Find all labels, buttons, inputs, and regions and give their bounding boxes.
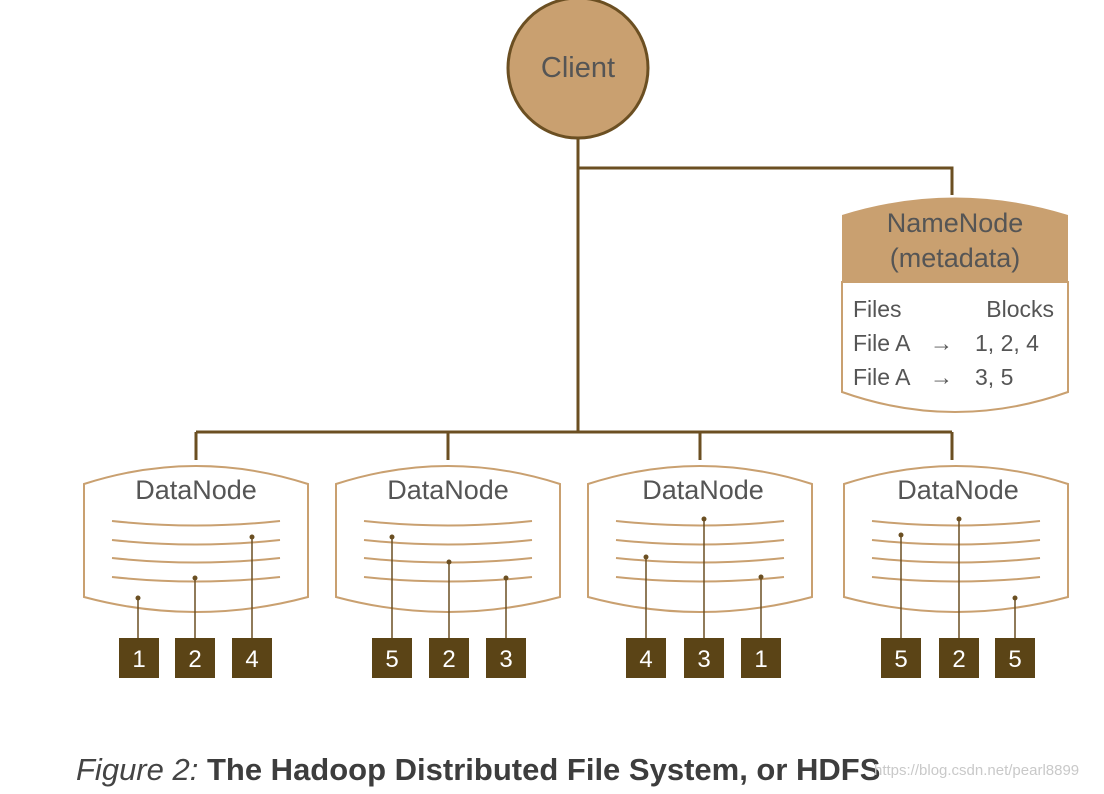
- data-block: 3: [486, 638, 526, 678]
- block-pointers: [391, 537, 507, 638]
- pointer-dots: [135, 534, 255, 601]
- data-block: 5: [995, 638, 1035, 678]
- block-number: 5: [894, 646, 907, 673]
- namenode-row-file: File A: [853, 364, 911, 390]
- disk-platters: [615, 520, 785, 583]
- namenode-title-line2: (metadata): [890, 243, 1021, 273]
- block-number: 1: [132, 646, 145, 673]
- block-number: 4: [245, 646, 258, 673]
- datanode-label: DataNode: [642, 475, 764, 505]
- data-block: 3: [684, 638, 724, 678]
- block-number: 2: [442, 646, 455, 673]
- connector-lines: [194, 138, 954, 460]
- namenode: NameNode (metadata) Files Blocks File A …: [841, 197, 1069, 413]
- datanode-label: DataNode: [897, 475, 1019, 505]
- block-number: 2: [188, 646, 201, 673]
- data-block: 1: [741, 638, 781, 678]
- datanode-label: DataNode: [387, 475, 509, 505]
- data-block: 4: [626, 638, 666, 678]
- block-pointers: [900, 519, 1016, 638]
- data-block: 5: [881, 638, 921, 678]
- namenode-row-blocks: 1, 2, 4: [975, 330, 1039, 356]
- data-block: 5: [372, 638, 412, 678]
- block-number: 3: [499, 646, 512, 673]
- pointer-dots: [643, 516, 764, 580]
- client-namenode-line: [578, 166, 954, 195]
- namenode-row-file: File A: [853, 330, 911, 356]
- pointer-dots: [389, 534, 509, 581]
- data-block: 4: [232, 638, 272, 678]
- namenode-row-blocks: 3, 5: [975, 364, 1013, 390]
- datanode-2: DataNode 5 2 3: [335, 465, 561, 678]
- caption-lead: Figure 2:: [76, 752, 199, 787]
- client-label: Client: [541, 52, 615, 84]
- arrow-right-icon: →: [930, 330, 953, 356]
- client-node: Client: [506, 0, 650, 140]
- data-block: 2: [429, 638, 469, 678]
- block-pointers: [645, 519, 762, 638]
- datanode-label: DataNode: [135, 475, 257, 505]
- data-block: 1: [119, 638, 159, 678]
- namenode-files-header: Files: [853, 296, 902, 322]
- arrow-right-icon: →: [930, 364, 953, 390]
- datanode-1: DataNode 1 2 4: [83, 465, 309, 678]
- namenode-title-line1: NameNode: [887, 208, 1024, 238]
- watermark-text: https://blog.csdn.net/pearl8899: [874, 762, 1080, 779]
- datanode-4: DataNode 5 2 5: [843, 465, 1069, 678]
- block-number: 1: [754, 646, 767, 673]
- block-number: 5: [1008, 646, 1021, 673]
- disk-platters: [111, 520, 281, 583]
- figure-caption: Figure 2: The Hadoop Distributed File Sy…: [76, 752, 880, 788]
- block-pointers: [137, 537, 253, 638]
- datanode-3: DataNode 4 3 1: [587, 465, 813, 678]
- namenode-blocks-header: Blocks: [986, 296, 1054, 322]
- block-number: 4: [639, 646, 652, 673]
- pointer-dots: [898, 516, 1018, 601]
- block-number: 2: [952, 646, 965, 673]
- block-number: 5: [385, 646, 398, 673]
- block-number: 3: [697, 646, 710, 673]
- data-block: 2: [939, 638, 979, 678]
- disk-platters: [871, 520, 1041, 583]
- caption-title: The Hadoop Distributed File System, or H…: [198, 752, 881, 787]
- data-block: 2: [175, 638, 215, 678]
